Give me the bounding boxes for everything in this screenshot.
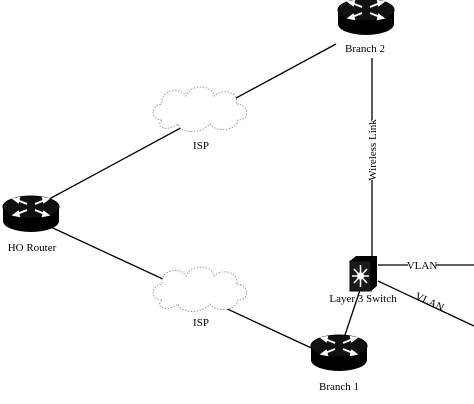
link-switch-to-branch1: [343, 289, 361, 339]
vlan-2-label: VLAN: [413, 290, 446, 314]
branch-1-label: Branch 1: [319, 381, 359, 393]
isp-label-bottom: ISP: [193, 317, 209, 329]
branch-2-label: Branch 2: [345, 43, 385, 55]
router-icon: [337, 0, 395, 36]
vlan-1-label-bg: [408, 259, 436, 271]
node-ho-router: HO Router: [2, 195, 60, 254]
isp-label-top: ISP: [193, 140, 209, 152]
router-icon: [310, 334, 368, 372]
node-branch-1: Branch 1: [310, 334, 368, 393]
isp-cloud-bottom: ISP: [152, 266, 248, 329]
wireless-label-bg: [367, 120, 377, 180]
cloud-icon: [152, 266, 248, 312]
isp-cloud-top: ISP: [152, 86, 248, 152]
ho-router-label: HO Router: [8, 242, 57, 254]
router-icon: [2, 195, 60, 233]
node-layer3-switch: Layer 3 Switch: [329, 256, 397, 305]
layer3-switch-label: Layer 3 Switch: [329, 293, 397, 305]
layer3-switch-icon: [349, 256, 377, 292]
links: [39, 43, 474, 353]
node-branch-2: Branch 2: [337, 0, 395, 55]
cloud-icon: [152, 86, 248, 132]
vlan-1-label: VLAN: [407, 260, 438, 272]
wireless-link-label: Wireless Link: [367, 119, 379, 181]
link-vlan-2: [377, 280, 474, 327]
